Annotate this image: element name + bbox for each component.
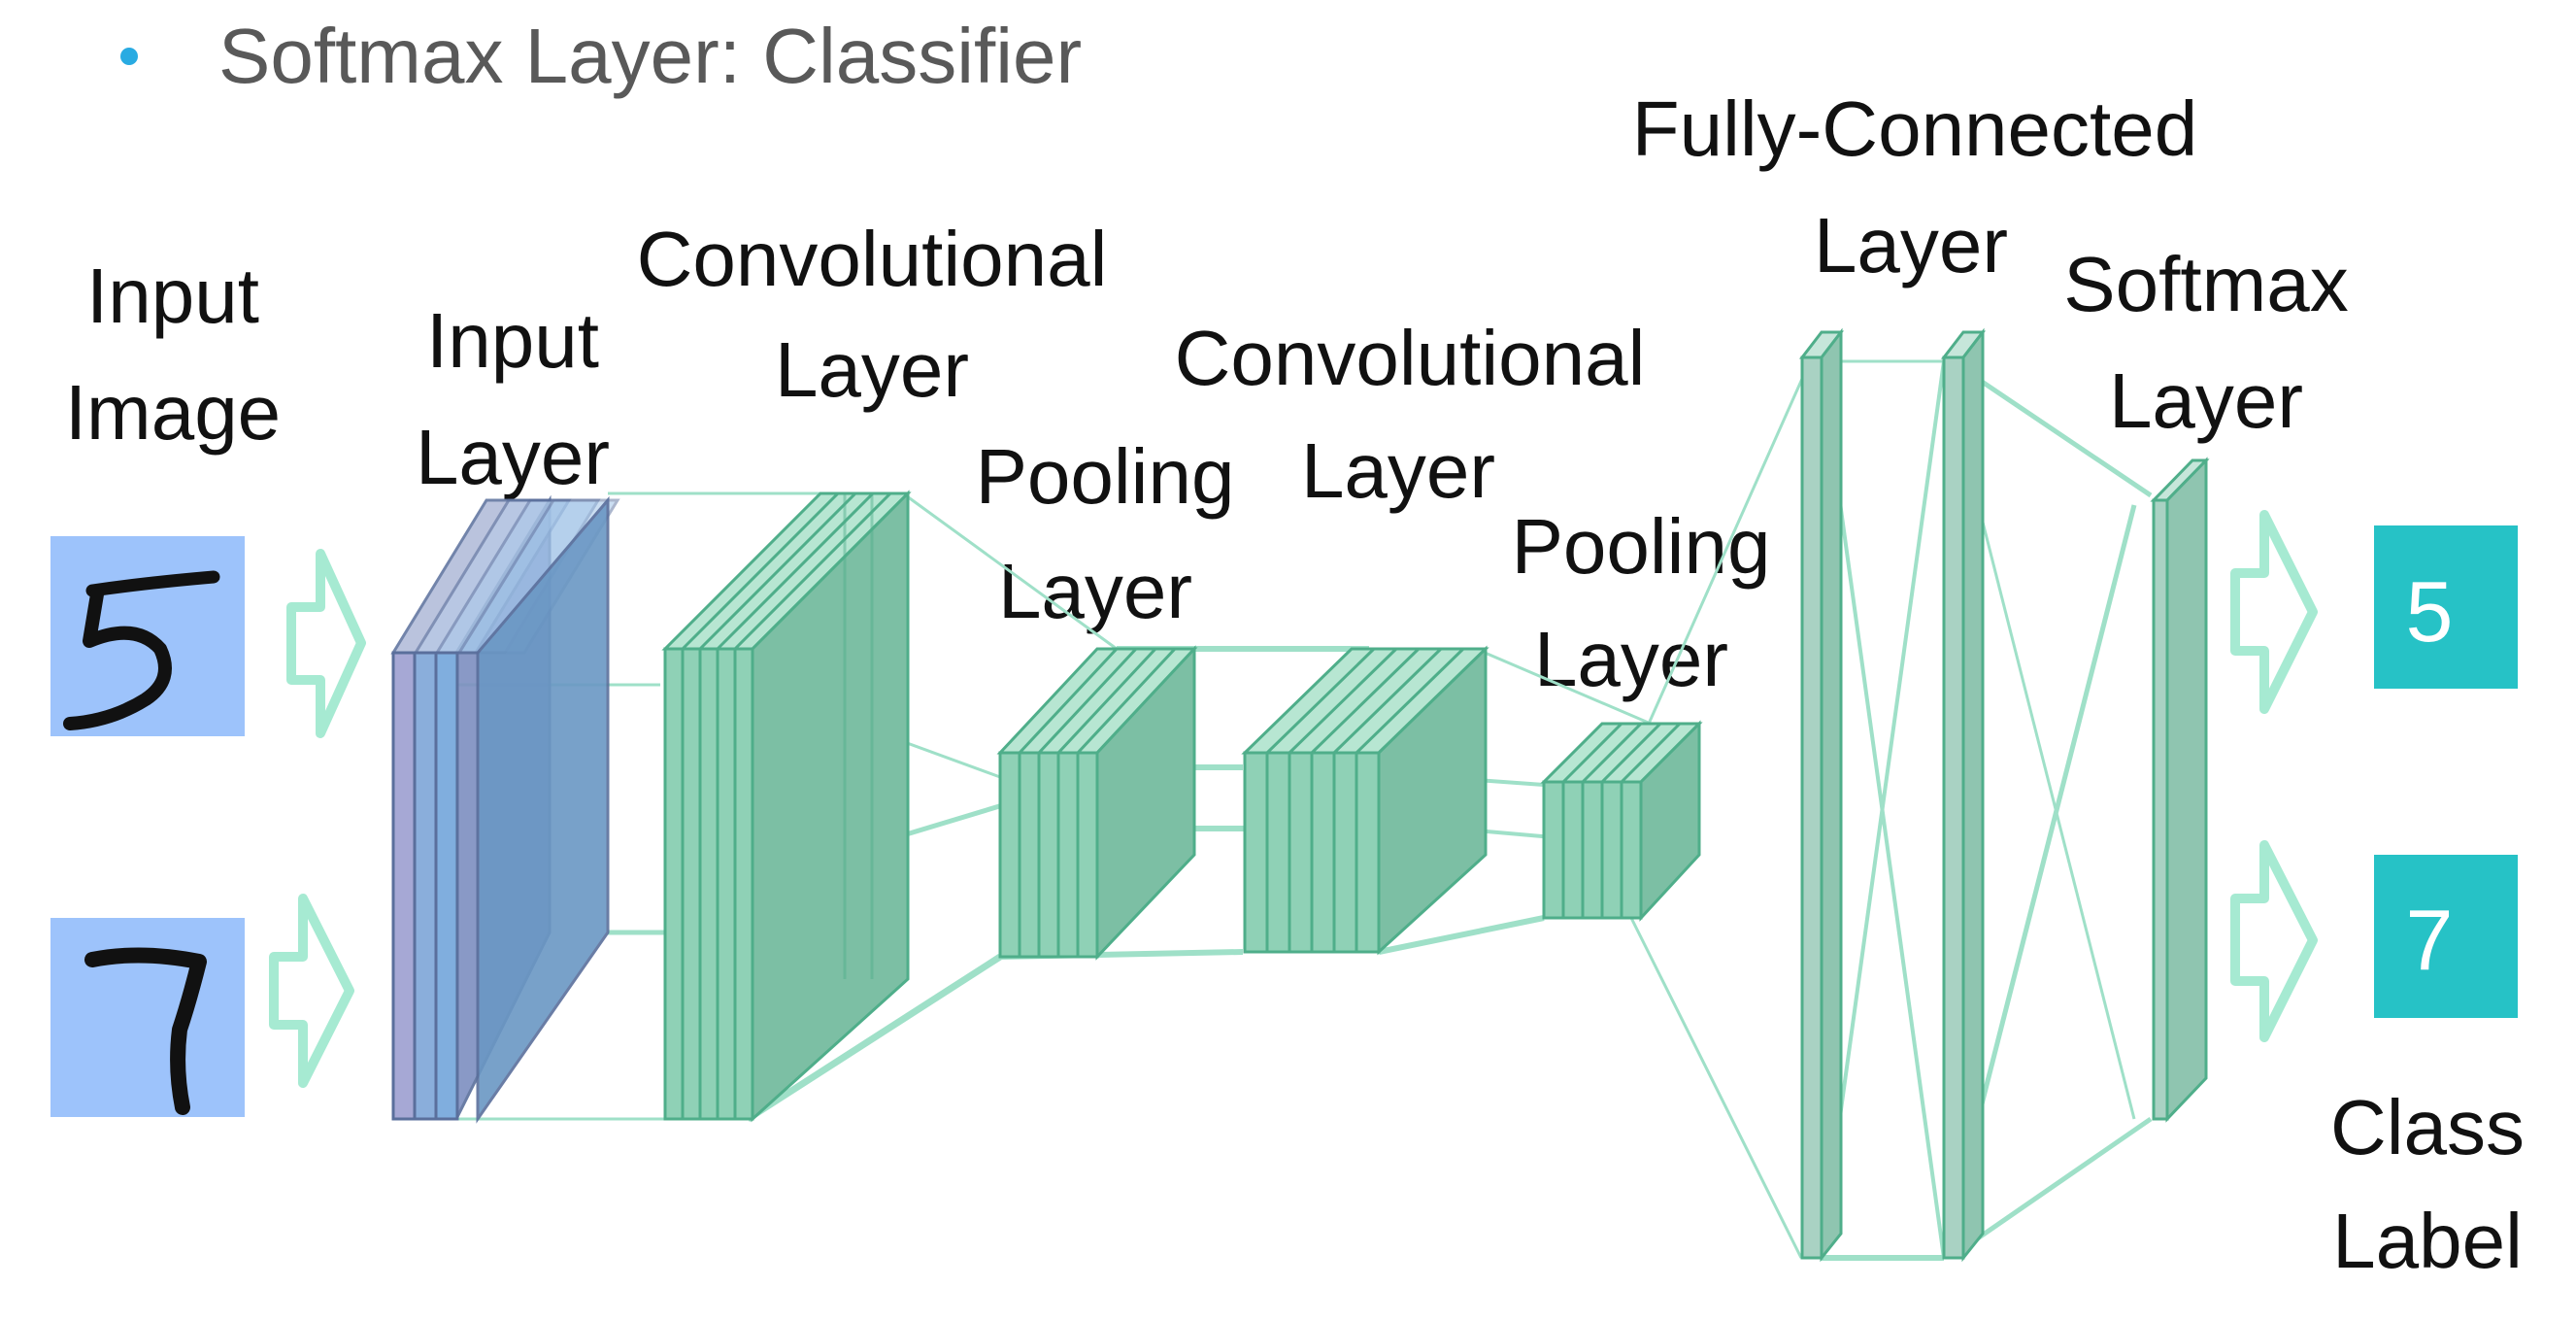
svg-text:Layer: Layer [1301, 427, 1495, 514]
fc-label: Fully-Connected Layer [1632, 85, 2198, 288]
input-image-label: Input Image [65, 253, 281, 456]
svg-text:Input: Input [426, 297, 599, 384]
pool1-block [996, 645, 1198, 961]
arrow-icon-input-2 [269, 894, 354, 1088]
arrow-icon-input-1 [286, 549, 366, 738]
svg-text:Layer: Layer [1534, 616, 1728, 702]
conv1-label: Convolutional Layer [637, 216, 1108, 413]
svg-text:Pooling: Pooling [1512, 503, 1771, 590]
softmax-label: Softmax Layer [2063, 241, 2348, 444]
softmax-layer [2150, 457, 2210, 1123]
svg-text:Image: Image [65, 369, 281, 456]
pool2-label: Pooling Layer [1512, 503, 1771, 702]
svg-text:Label: Label [2332, 1198, 2523, 1284]
svg-text:Fully-Connected: Fully-Connected [1632, 85, 2198, 172]
class-label-label: Class Label [2330, 1084, 2525, 1284]
svg-text:5: 5 [2406, 563, 2454, 660]
conv2-block [1241, 645, 1489, 956]
svg-text:7: 7 [2406, 892, 2454, 988]
digit-5-glyph [63, 570, 220, 730]
svg-text:Layer: Layer [1814, 202, 2008, 288]
arrow-icon-output-1 [2230, 510, 2318, 714]
digit-7-glyph [84, 947, 207, 1115]
svg-text:Input: Input [86, 253, 259, 339]
svg-text:Layer: Layer [416, 414, 610, 500]
pool2-block [1540, 720, 1703, 922]
input-layer-label: Input Layer [416, 297, 610, 500]
fc-layer-1 [1798, 327, 1845, 1263]
svg-text:Pooling: Pooling [976, 433, 1235, 520]
input-image-5 [50, 536, 245, 736]
heading-text: Softmax Layer: Classifier [218, 13, 1082, 99]
input-image-7 [50, 918, 245, 1117]
svg-text:Layer: Layer [998, 548, 1192, 634]
conv2-label: Convolutional Layer [1175, 315, 1646, 514]
pool1-label: Pooling Layer [976, 433, 1235, 634]
svg-text:Softmax: Softmax [2063, 241, 2348, 327]
fc-layer-2 [1940, 327, 1987, 1263]
bullet-icon [120, 48, 138, 65]
class-box-2: 7 [2374, 855, 2518, 1018]
svg-text:Layer: Layer [2109, 357, 2303, 444]
svg-text:Convolutional: Convolutional [637, 216, 1108, 302]
svg-text:Class: Class [2330, 1084, 2525, 1170]
conv1-block [661, 490, 912, 1123]
arrow-icon-output-2 [2230, 840, 2318, 1042]
svg-text:Convolutional: Convolutional [1175, 315, 1646, 401]
input-layer-block [390, 494, 620, 1124]
class-box-1: 5 [2374, 525, 2518, 689]
svg-text:Layer: Layer [775, 326, 969, 413]
